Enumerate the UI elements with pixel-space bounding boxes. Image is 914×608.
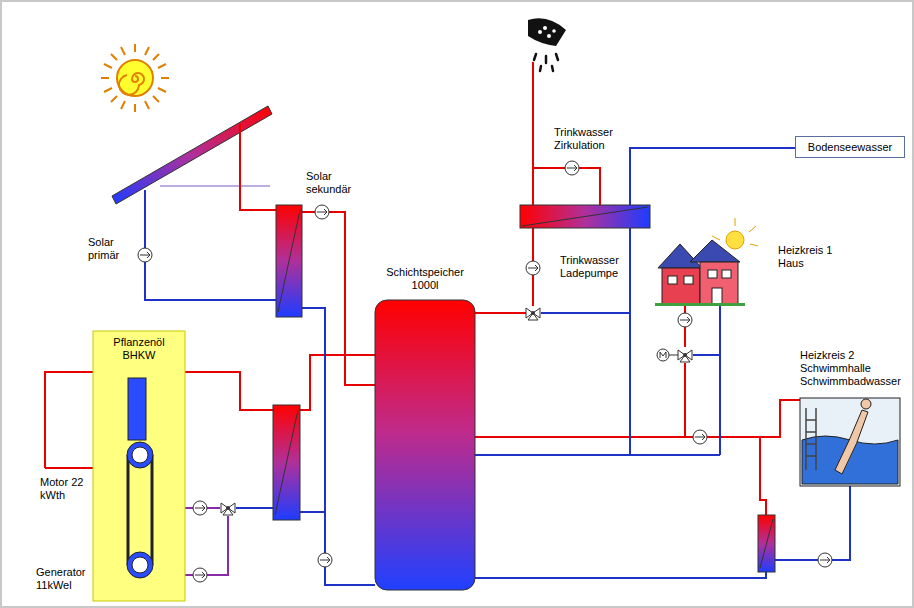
valve-symbol [221,308,692,515]
storage-tank-node: Schichtspeicher 1000l [365,266,485,592]
shower-icon [528,18,566,71]
pipe-label: Solar sekundär [306,170,366,196]
node-label: Schichtspeicher 1000l [375,266,475,292]
source-box: Bodenseewasser [795,136,905,158]
pipe-label: Trinkwasser Zirkulation [554,126,624,152]
house-icon [655,218,758,306]
storage-tank [375,300,475,590]
pipe-label: Heizkreis 1 Haus [778,244,840,270]
collector-mount [160,186,270,187]
heat-exchanger [273,205,775,572]
pipe-label: Solar primär [88,236,132,262]
sun-icon [101,44,169,112]
pipe-label: Heizkreis 2 Schwimmhalle Schwimmbadwasse… [800,349,910,388]
node-label: Bodenseewasser [808,141,892,154]
engine-symbol [127,378,153,578]
chp-housing [93,331,185,601]
pipe-label: Trinkwasser Ladepumpe [560,254,626,280]
node-label: Pflanzenöl BHKW [104,336,174,362]
pipe-label: Motor 22 kWth [40,476,90,502]
pool-icon [800,398,900,486]
pump-symbol [138,161,832,582]
solar-collector [112,106,272,204]
chp-unit: Pflanzenöl BHKW [93,331,185,601]
pipe-label: Generator 11kWel [36,566,94,592]
